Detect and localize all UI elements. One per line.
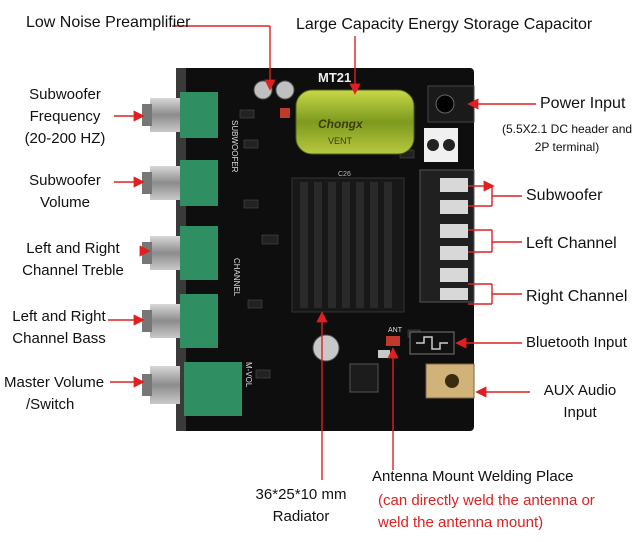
label-bass-2: Channel Bass xyxy=(12,330,106,347)
bluetooth-module xyxy=(409,331,455,355)
knob-master-volume[interactable] xyxy=(142,362,242,416)
label-bluetooth-input: Bluetooth Input xyxy=(526,334,627,351)
label-radiator-2: Radiator xyxy=(272,508,330,525)
aux-jack xyxy=(425,363,475,399)
preamp-capacitors xyxy=(253,80,295,118)
capacitor-series: VENT xyxy=(328,136,353,146)
label-aux-2: Input xyxy=(563,404,597,421)
label-sub-frequency-1: Subwoofer xyxy=(29,86,101,103)
silk-subwoofer: SUBWOOFER xyxy=(230,120,239,173)
leader-lines xyxy=(108,25,536,480)
label-power-input-detail-1: (5.5X2.1 DC header and xyxy=(501,122,633,136)
label-antenna-3: weld the antenna mount) xyxy=(378,514,544,531)
label-power-input: Power Input xyxy=(540,95,626,112)
dc-jack xyxy=(424,85,475,162)
label-power-input-detail-2: 2P terminal) xyxy=(534,140,600,154)
label-preamp: Low Noise Preamplifier xyxy=(26,14,191,31)
label-antenna-2: (can directly weld the antenna or xyxy=(378,492,595,509)
radiator: C26 xyxy=(291,171,405,313)
knob-sub-volume[interactable] xyxy=(142,160,218,206)
silk-channel: CHANNEL xyxy=(232,258,241,297)
silk-ant: ANT xyxy=(388,327,403,334)
label-antenna-1: Antenna Mount Welding Place xyxy=(372,468,574,485)
antenna-pad xyxy=(386,336,400,346)
board-model: MT21 xyxy=(318,70,351,85)
silk-mvol: M-VOL xyxy=(244,362,253,388)
label-right-channel: Right Channel xyxy=(526,288,628,305)
label-sub-volume-1: Subwoofer xyxy=(29,172,101,189)
label-treble-2: Channel Treble xyxy=(22,262,124,279)
knob-sub-frequency[interactable] xyxy=(142,92,218,138)
filter-capacitor xyxy=(312,334,390,393)
label-left-channel: Left Channel xyxy=(526,235,617,252)
label-sub-volume-2: Volume xyxy=(39,194,91,211)
label-treble-1: Left and Right xyxy=(26,240,120,257)
label-master-volume-1: Master Volume xyxy=(4,374,105,391)
label-capacitor: Large Capacity Energy Storage Capacitor xyxy=(296,16,593,33)
knob-bass[interactable] xyxy=(142,294,218,348)
radiator-ic-label: C26 xyxy=(338,171,351,178)
large-capacitor: Chongx VENT xyxy=(295,89,415,155)
label-subwoofer-output: Subwoofer xyxy=(526,187,603,204)
label-sub-frequency-2: Frequency xyxy=(29,108,101,125)
label-master-volume-2: /Switch xyxy=(26,396,75,413)
knob-treble[interactable] xyxy=(142,226,218,280)
label-aux-1: AUX Audio xyxy=(543,382,617,399)
label-bass-1: Left and Right xyxy=(12,308,106,325)
label-sub-frequency-3: (20-200 HZ) xyxy=(24,130,106,147)
label-radiator-1: 36*25*10 mm xyxy=(255,486,347,503)
speaker-terminal-block xyxy=(419,169,475,303)
capacitor-brand: Chongx xyxy=(318,117,364,131)
